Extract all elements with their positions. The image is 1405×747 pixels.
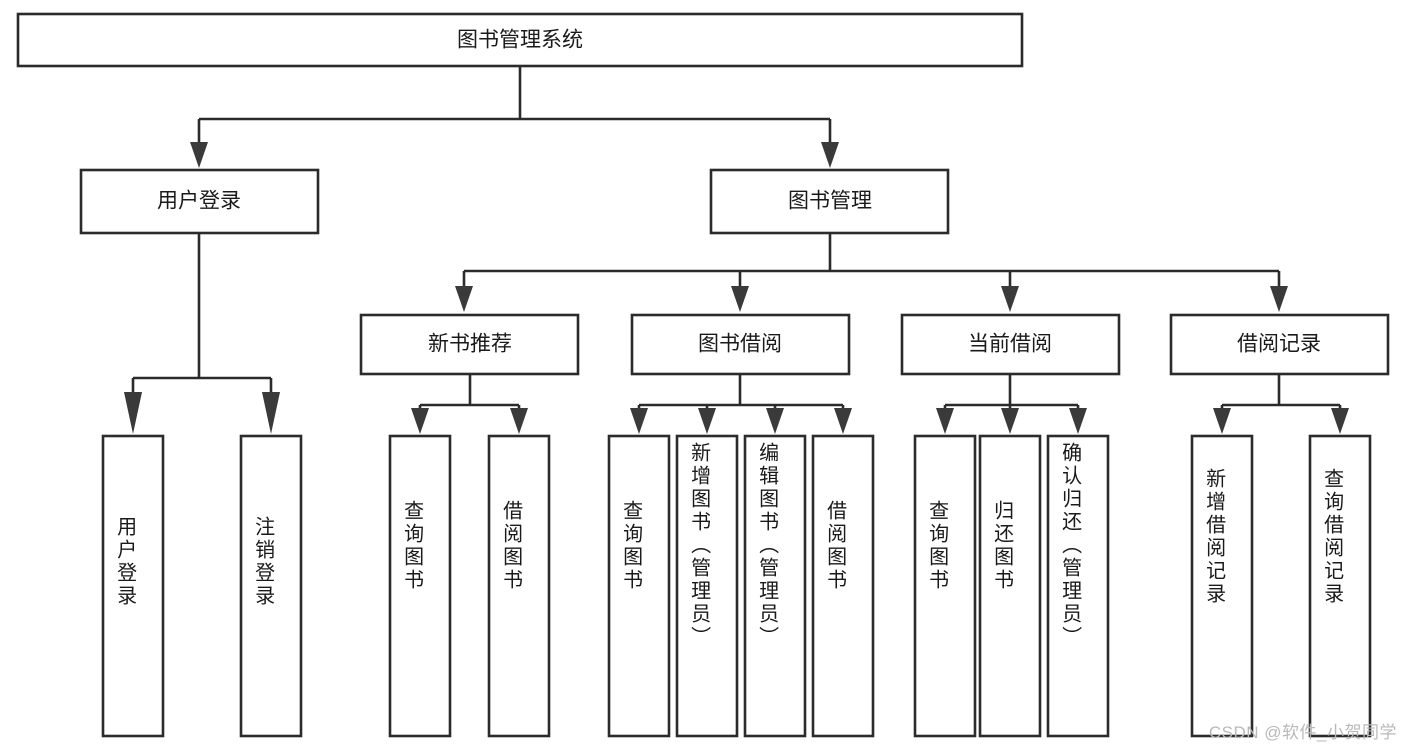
node-book-management-label: 图书管理: [788, 190, 872, 213]
arrow-head-icon: [766, 408, 784, 434]
edges-booksmgmt-to-level3: [455, 233, 1288, 312]
leaf-box-cb-return-book[interactable]: [978, 434, 1042, 738]
node-borrow-record-box[interactable]: [1169, 313, 1390, 376]
arrow-head-icon: [821, 142, 839, 168]
arrow-head-icon: [1001, 408, 1019, 434]
edges-newbook-to-leaves: [411, 374, 528, 434]
leaf-box-bb-add-book[interactable]: [675, 434, 739, 738]
arrow-head-icon: [698, 408, 716, 434]
node-borrow-record-label: 借阅记录: [1237, 333, 1321, 356]
arrow-head-icon: [262, 392, 280, 434]
arrow-head-icon: [1331, 408, 1349, 434]
node-current-borrow-label: 当前借阅: [968, 333, 1052, 356]
node-book-management[interactable]: 图书管理: [709, 168, 950, 235]
node-current-borrow[interactable]: 当前借阅: [900, 313, 1121, 376]
leaf-box-bb-query-book[interactable]: [607, 434, 671, 738]
arrow-head-icon: [455, 286, 473, 312]
leaf-boxes-current-borrow: [913, 434, 1110, 738]
node-root[interactable]: 图书管理系统: [16, 12, 1024, 68]
node-current-borrow-box[interactable]: [900, 313, 1121, 376]
leaf-box-user-login[interactable]: [101, 434, 165, 738]
edges-borrowrecord-to-leaves: [1213, 374, 1349, 434]
arrow-head-icon: [1270, 286, 1288, 312]
arrow-head-icon: [731, 286, 749, 312]
arrow-head-icon: [834, 408, 852, 434]
leaf-box-nb-query-book[interactable]: [388, 434, 452, 738]
node-book-borrow[interactable]: 图书借阅: [630, 313, 851, 376]
arrow-head-icon: [1069, 408, 1087, 434]
arrow-head-icon: [190, 142, 208, 168]
arrow-head-icon: [1213, 408, 1231, 434]
leaf-boxes-user-login: [101, 434, 303, 738]
node-user-login[interactable]: 用户登录: [79, 168, 320, 235]
node-book-management-box[interactable]: [709, 168, 950, 235]
leaf-box-br-query-record[interactable]: [1308, 434, 1372, 738]
edges-root-to-level2: [190, 66, 839, 168]
arrow-head-icon: [510, 408, 528, 434]
node-user-login-box[interactable]: [79, 168, 320, 235]
node-new-book-recommend[interactable]: 新书推荐: [359, 313, 580, 376]
node-book-borrow-box[interactable]: [630, 313, 851, 376]
arrow-head-icon: [630, 408, 648, 434]
leaf-box-nb-borrow-book[interactable]: [487, 434, 551, 738]
node-new-book-recommend-box[interactable]: [359, 313, 580, 376]
node-book-borrow-label: 图书借阅: [698, 333, 782, 356]
leaf-boxes-book-borrow: [607, 434, 875, 738]
node-user-login-label: 用户登录: [157, 190, 241, 213]
arrow-head-icon: [936, 408, 954, 434]
leaf-box-bb-borrow-book[interactable]: [811, 434, 875, 738]
node-root-label: 图书管理系统: [457, 29, 583, 52]
node-borrow-record[interactable]: 借阅记录: [1169, 313, 1390, 376]
leaf-box-cb-confirm-return[interactable]: [1046, 434, 1110, 738]
arrow-head-icon: [124, 392, 142, 434]
leaf-boxes-borrow-record: [1190, 434, 1372, 738]
edges-userlogin-to-leaves: [124, 233, 280, 434]
leaf-box-logout[interactable]: [239, 434, 303, 738]
node-root-box[interactable]: [16, 12, 1024, 68]
leaf-boxes-new-book-recommend: [388, 434, 551, 738]
arrow-head-icon: [411, 408, 429, 434]
arrow-head-icon: [1001, 286, 1019, 312]
node-new-book-recommend-label: 新书推荐: [428, 333, 512, 356]
watermark-label: CSDN @软件_小贺同学: [1208, 723, 1397, 742]
edges-bookborrow-to-leaves: [630, 374, 852, 434]
edges-currentborrow-to-leaves: [936, 374, 1087, 434]
leaf-box-bb-edit-book[interactable]: [743, 434, 807, 738]
leaf-box-br-add-record[interactable]: [1190, 434, 1254, 738]
leaf-box-cb-query-book[interactable]: [913, 434, 977, 738]
